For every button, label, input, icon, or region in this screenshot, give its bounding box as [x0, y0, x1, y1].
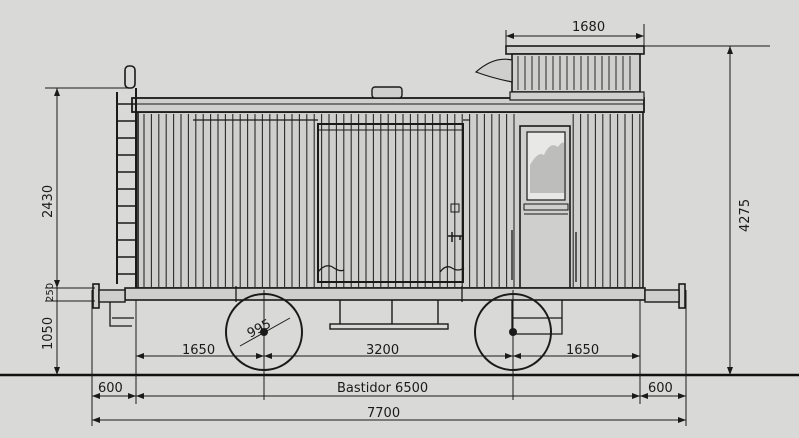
- body-planking: [143, 114, 641, 287]
- dimension-arrows: [54, 33, 733, 423]
- dim-overhang-left: 1650: [182, 343, 215, 358]
- dim-buffer-height: 1050: [41, 317, 56, 350]
- sliding-door: [193, 119, 470, 283]
- dim-overhang-right: 1650: [566, 343, 599, 358]
- dim-roof-height: 2430: [41, 185, 56, 218]
- cupola-hood: [474, 58, 513, 83]
- compartment-door: [511, 125, 577, 289]
- cupola: [474, 45, 645, 101]
- dim-cupola-width: 1680: [572, 20, 605, 35]
- dim-frame-length: Bastidor 6500: [337, 381, 428, 396]
- dim-frame-height: 250: [45, 283, 56, 302]
- dim-total-length: 7700: [367, 406, 400, 421]
- end-ladder: [116, 65, 137, 290]
- dim-total-height: 4275: [738, 199, 753, 232]
- dim-wheelbase: 3200: [366, 343, 399, 358]
- dim-buffer-right: 600: [648, 381, 673, 396]
- buffer-left: [92, 283, 126, 309]
- roof-vent: [371, 86, 403, 99]
- dim-buffer-left: 600: [98, 381, 123, 396]
- roof: [131, 86, 645, 113]
- dimension-lines: [45, 24, 770, 426]
- buffer-right: [644, 283, 686, 309]
